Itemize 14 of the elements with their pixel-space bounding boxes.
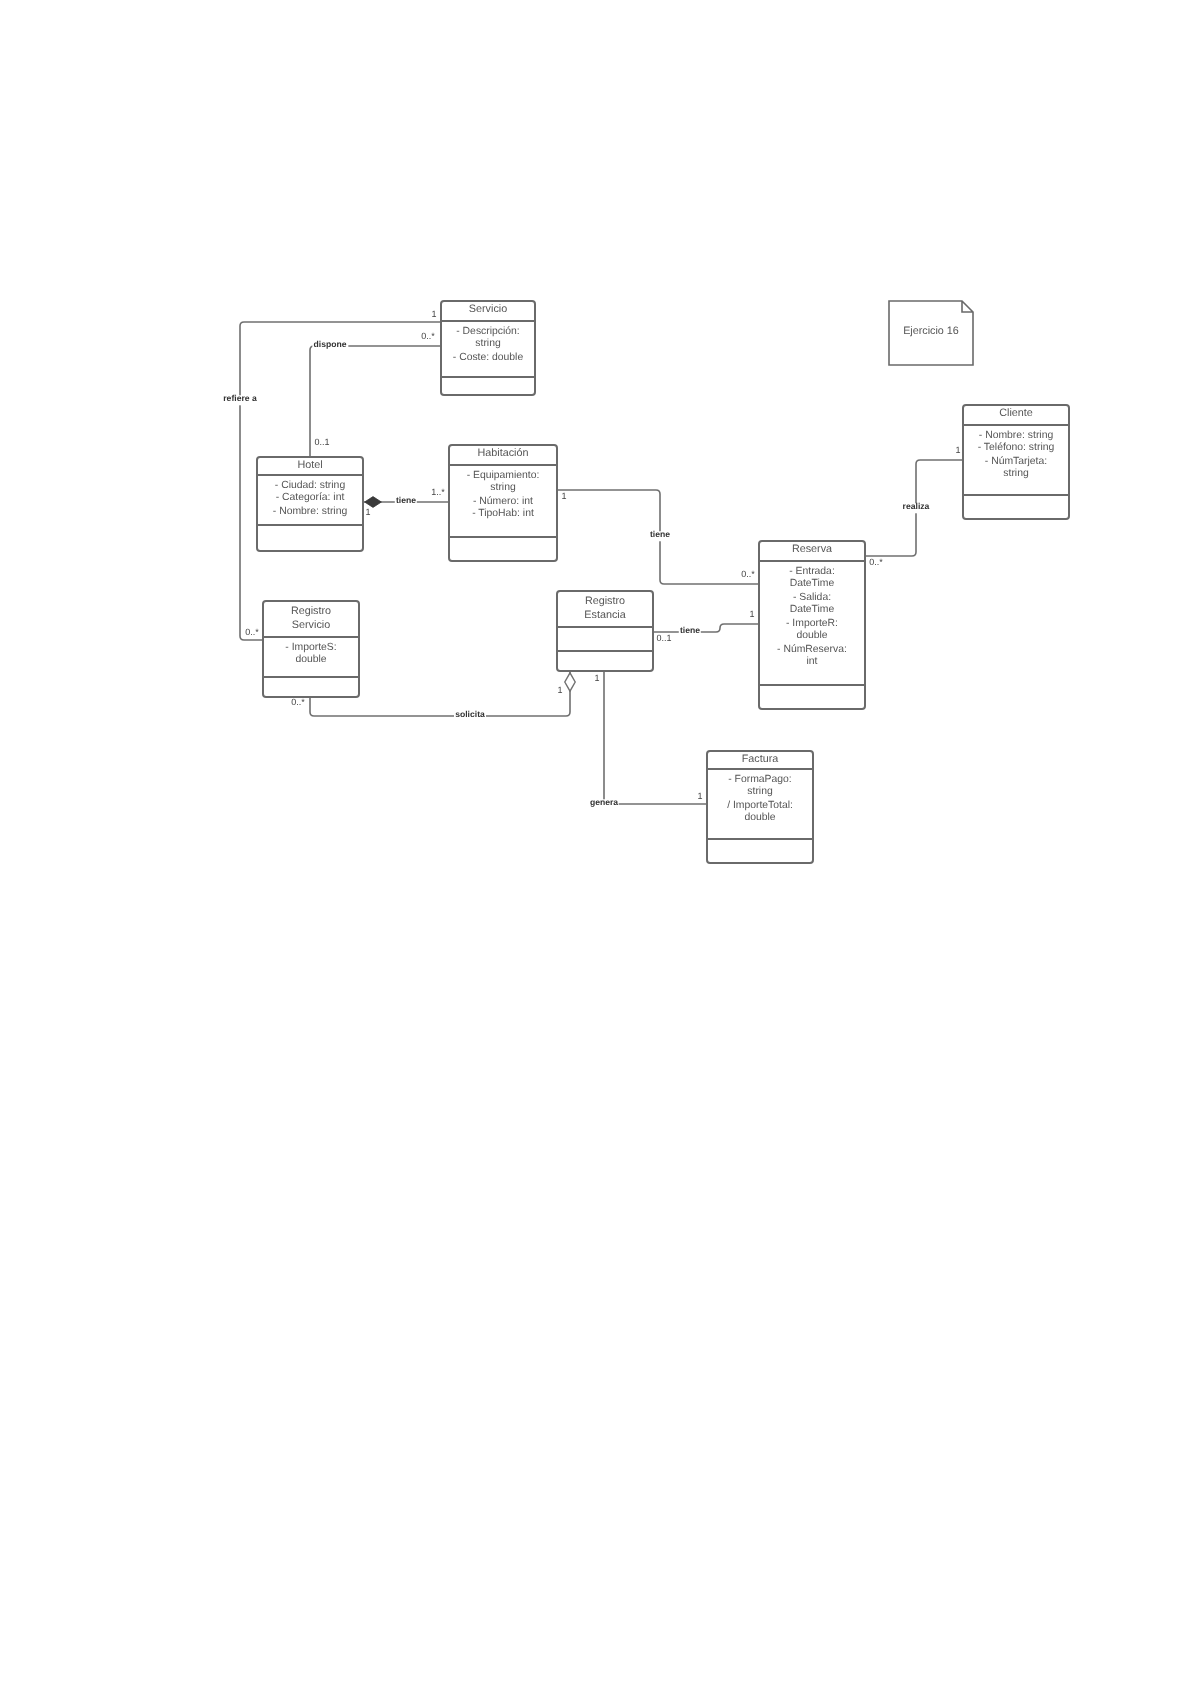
composition-line <box>363 496 449 508</box>
class-box <box>262 600 360 698</box>
class-box <box>440 300 536 396</box>
class-box <box>706 750 814 864</box>
class-box <box>256 456 364 552</box>
association-line <box>603 671 707 805</box>
class-box <box>448 444 558 562</box>
class-box <box>758 540 866 710</box>
association-line <box>557 489 759 585</box>
aggregation-line <box>309 671 576 717</box>
class-box <box>556 590 654 672</box>
association-line <box>865 459 963 557</box>
class-box <box>962 404 1070 520</box>
note-box <box>888 300 974 366</box>
